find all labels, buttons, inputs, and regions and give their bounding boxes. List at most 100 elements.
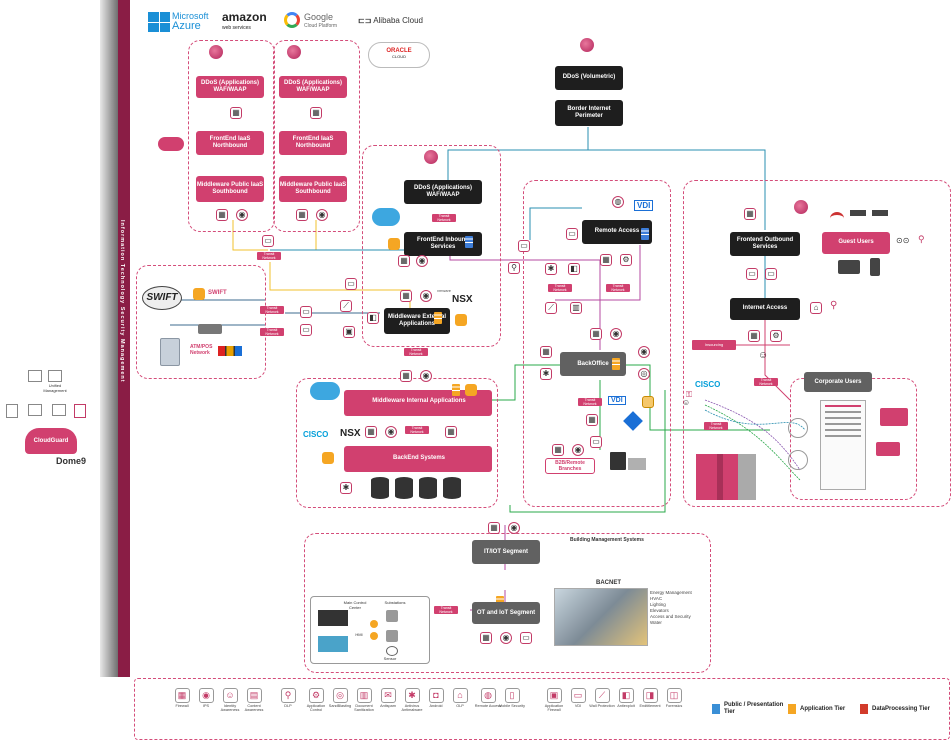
corporate-users[interactable]: Corporate Users [804, 372, 872, 392]
dlp-icon: ⚲ [508, 262, 520, 274]
control-screen-icon [318, 610, 348, 626]
swift-logo: SWIFT [142, 286, 182, 310]
android-icon: ◘ [428, 688, 444, 703]
legend-item-label: Firewall [175, 704, 189, 708]
ips-icon: ◉ [420, 370, 432, 382]
sanitization-icon: ▥ [356, 688, 372, 703]
database-icons [371, 477, 461, 499]
legend-item-label: Wall Protection [589, 704, 615, 708]
mobile-icon: ▯ [504, 688, 520, 703]
monitor-icon [52, 404, 66, 416]
ips-icon: ◉ [500, 632, 512, 644]
internet-access[interactable]: Internet Access [730, 298, 800, 320]
legend-item: ◎SandBlasting [326, 688, 354, 708]
bacnet-item: Elevators [650, 608, 669, 613]
firewall-icon: ▦ [488, 522, 500, 534]
router-icon: ▭ [300, 306, 312, 318]
public-tier-icon [712, 704, 720, 714]
router-icon: ▭ [518, 240, 530, 252]
vmware-icon [322, 452, 334, 464]
firewall-icon: ▦ [400, 290, 412, 302]
transit-network-badge: Transit Network [257, 252, 281, 260]
ddos-app-waf[interactable]: DDoS (Applications) WAF/WAAP [404, 180, 482, 204]
forensics-icon: ◫ [666, 688, 682, 703]
globe-icon [580, 38, 594, 52]
server-icon [612, 358, 620, 370]
it-iot-segment[interactable]: IT/IOT Segment [472, 540, 540, 564]
vdi-label: VDI [608, 396, 626, 405]
dome9-label: Dome9 [56, 456, 87, 466]
wifi-icon [830, 212, 844, 225]
pos-terminal-icon [198, 324, 222, 334]
antiexploit-icon: ◧ [367, 312, 379, 324]
ap-icon [642, 396, 654, 408]
firewall-icon: ▦ [540, 346, 552, 358]
ips-icon: ◉ [508, 522, 520, 534]
ddos-waf-right[interactable]: DDoS (Applications) WAF/WAAP [279, 76, 347, 98]
legend-item: ✱Antivirus Antimalware [398, 688, 426, 712]
bacnet-list: Energy Management HVAC Lighting Elevator… [650, 590, 692, 626]
legend-item-label: Endtitlement [639, 704, 661, 708]
content-icon: ▤ [246, 688, 262, 703]
b2b-branches[interactable]: B2B/Remote Branches [545, 458, 595, 474]
legend-item-label: Antiexploit [617, 704, 635, 708]
sandblasting-icon: ◎ [332, 688, 348, 703]
wall-protection-icon: ⟋ [340, 300, 352, 312]
legend-item: ⌂OLP [446, 688, 474, 708]
transit-network-badge: Transit Network [606, 284, 630, 292]
border-perimeter[interactable]: Border Internet Perimeter [555, 100, 623, 126]
ot-iot-segment[interactable]: OT and IoT Segment [472, 602, 540, 624]
legend-zone [134, 678, 950, 740]
olp-icon: ⌂ [810, 302, 822, 314]
firewall-icon: ▦ [552, 444, 564, 456]
frontend-iaas-right[interactable]: FrontEnd IaaS Northbound [279, 131, 347, 155]
vdi-label: VDI [634, 200, 654, 211]
control-screen-icon [318, 636, 348, 652]
user-icon: ☺ [758, 350, 769, 361]
transit-network-badge: Transit Network [432, 214, 456, 222]
legend-item: ◧Antiexploit [612, 688, 640, 708]
data-tier-icon [860, 704, 868, 714]
router-icon: ▭ [566, 228, 578, 240]
plc-icon [370, 632, 378, 640]
legend-item-label: Identity Awareness [220, 704, 240, 712]
frontend-iaas-left[interactable]: FrontEnd IaaS Northbound [196, 131, 264, 155]
dlp-icon: ⚲ [280, 688, 296, 703]
bacnet-item: HVAC [650, 596, 663, 601]
sidebar-shadow [100, 0, 118, 677]
ips-icon: ◉ [416, 255, 428, 267]
sandblasting-icon: ◎ [638, 368, 650, 380]
sensor-icon [386, 646, 398, 656]
middleware-iaas-left[interactable]: Middleware Public IaaS Southbound [196, 176, 264, 202]
plc-icon [370, 620, 378, 628]
antivirus-icon: ✱ [404, 688, 420, 703]
application-tier-label: Application Tier [800, 706, 846, 712]
bacnet-item: Energy Management [650, 590, 692, 595]
legend-item-label: SandBlasting [328, 704, 352, 708]
ddos-volumetric[interactable]: DDoS (Volumetric) [555, 66, 623, 90]
middleware-iaas-right[interactable]: Middleware Public IaaS Southbound [279, 176, 347, 202]
remote-access[interactable]: Remote Access [582, 220, 652, 244]
legend-row: ▦Firewall◉IPS☺Identity Awareness▤Content… [168, 688, 688, 732]
atm-icon [160, 338, 180, 366]
server-icon [434, 312, 442, 324]
policy-list-panel [820, 400, 866, 490]
inbound-zone [362, 145, 501, 347]
vmware-icon [465, 384, 477, 396]
antiexploit-icon: ◧ [618, 688, 634, 703]
cloudguard-badge: CloudGuard [25, 428, 77, 454]
swift-icon [193, 288, 205, 300]
router-icon: ▭ [520, 632, 532, 644]
guest-users[interactable]: Guest Users [822, 232, 890, 254]
transit-network-badge: Transit Network [578, 398, 602, 406]
ddos-waf-left[interactable]: DDoS (Applications) WAF/WAAP [196, 76, 264, 98]
identity-icon: ☺ [222, 688, 238, 703]
frontend-outbound[interactable]: Frontend Outbound Services [730, 232, 800, 256]
legend-item-label: Mobile Security [499, 704, 525, 708]
backend-bar[interactable] [344, 446, 492, 472]
legend-item: ◘Android [422, 688, 450, 708]
legend-item-label: Application Control [306, 704, 326, 712]
router-icon: ▭ [345, 278, 357, 290]
bms-title: Building Management Systems [570, 537, 644, 543]
